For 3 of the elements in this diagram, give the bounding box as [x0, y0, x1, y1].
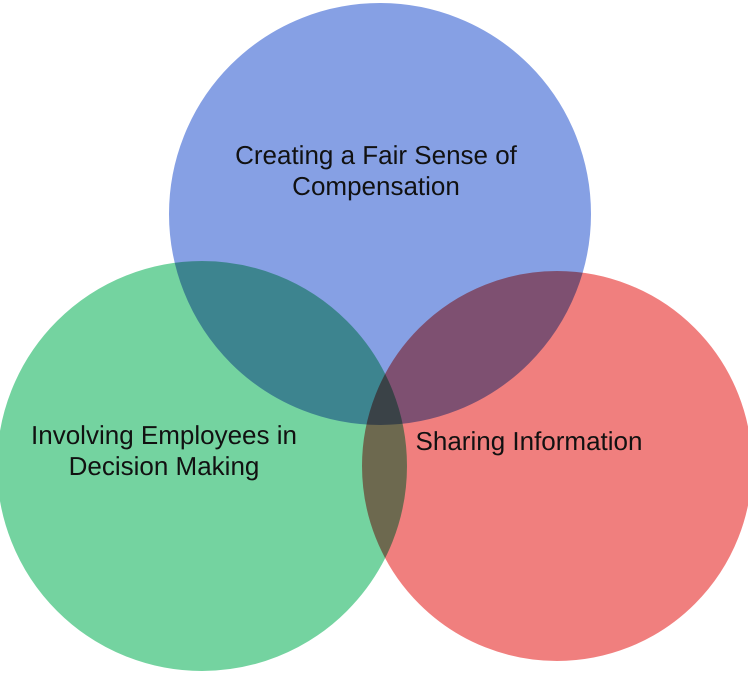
circle-label: Sharing Information: [414, 426, 644, 457]
circle-label: Involving Employees in Decision Making: [30, 420, 298, 482]
circle-label: Creating a Fair Sense of Compensation: [234, 140, 518, 202]
